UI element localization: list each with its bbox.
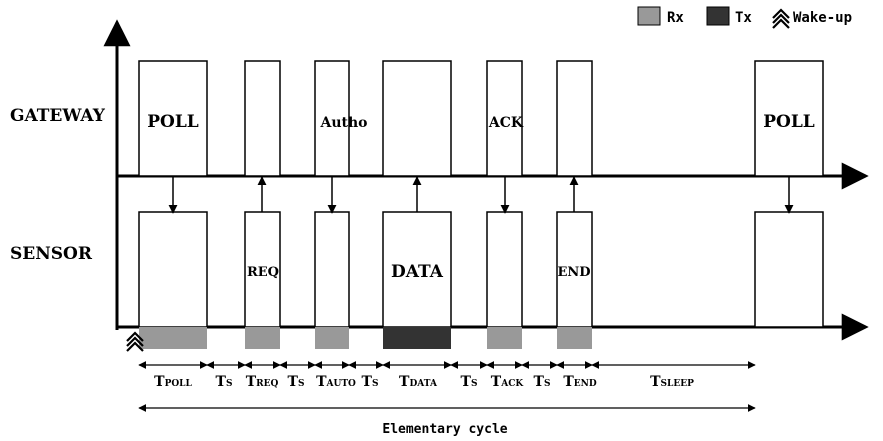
timing-label: TDATA: [399, 374, 438, 390]
timing-label: TSLEEP: [650, 374, 694, 390]
timing-labels: TPOLL TS TREQ TS TAUTO TS TDATA TS TACK …: [154, 374, 694, 390]
gateway-block-2: [244, 60, 281, 177]
sensor-block-3: [314, 211, 350, 328]
legend-tx-label: Tx: [735, 10, 752, 26]
rx-bar-ack: [487, 327, 522, 349]
rx-bar-end: [557, 327, 592, 349]
radio-activity-bars: [139, 327, 592, 349]
timing-label: TREQ: [246, 374, 279, 390]
timing-label: TPOLL: [154, 374, 192, 390]
timing-label: TAUTO: [316, 374, 356, 390]
rx-bar-autho: [315, 327, 349, 349]
legend: Rx Tx Wake-up: [637, 6, 852, 29]
sensor-block-end: [556, 211, 593, 328]
gateway-block-ack: [486, 60, 523, 177]
gateway-row-label: GATEWAY: [10, 106, 106, 126]
legend-wakeup-label: Wake-up: [793, 10, 852, 26]
gateway-block-poll: [138, 60, 208, 177]
gateway-block-4: [382, 60, 452, 177]
gateway-block-label: POLL: [147, 112, 199, 132]
sensor-blocks: [138, 211, 824, 328]
gateway-blocks: [138, 60, 824, 177]
wakeup-icon: [772, 8, 790, 29]
sensor-block-label: REQ: [247, 265, 279, 280]
timing-label: TS: [461, 374, 478, 390]
timing-label: TS: [288, 374, 305, 390]
gateway-block-label: ACK: [488, 115, 524, 131]
sensor-block-labels: REQ DATA END: [247, 262, 591, 282]
timing-label: TEND: [563, 374, 597, 390]
sensor-block-label: END: [557, 265, 590, 280]
wakeup-marker-icon: [126, 331, 144, 352]
sensor-block-label: DATA: [391, 262, 444, 282]
gateway-block-labels: POLL Autho ACK POLL: [147, 112, 815, 132]
legend-tx-swatch: [706, 6, 730, 26]
rx-bar-req: [245, 327, 280, 349]
gateway-block-6: [556, 60, 593, 177]
sensor-block-data: [382, 211, 452, 328]
gateway-block-label: POLL: [763, 112, 815, 132]
legend-rx-swatch: [637, 6, 661, 26]
message-arrows: [168, 176, 794, 214]
tx-bar-data: [383, 327, 451, 349]
timing-label: TS: [216, 374, 233, 390]
gateway-block-label: Autho: [319, 115, 367, 131]
sensor-block-1: [138, 211, 208, 328]
rx-bar-poll: [139, 327, 207, 349]
timing-label: TACK: [491, 374, 525, 390]
sensor-block-7: [754, 211, 824, 328]
elementary-cycle-label: Elementary cycle: [382, 422, 507, 437]
legend-rx-label: Rx: [667, 10, 684, 26]
gateway-block-autho: [314, 60, 350, 177]
sensor-block-req: [244, 211, 281, 328]
timing-label: TS: [534, 374, 551, 390]
timing-label: TS: [362, 374, 379, 390]
sensor-block-5: [486, 211, 523, 328]
sensor-row-label: SENSOR: [10, 244, 93, 264]
